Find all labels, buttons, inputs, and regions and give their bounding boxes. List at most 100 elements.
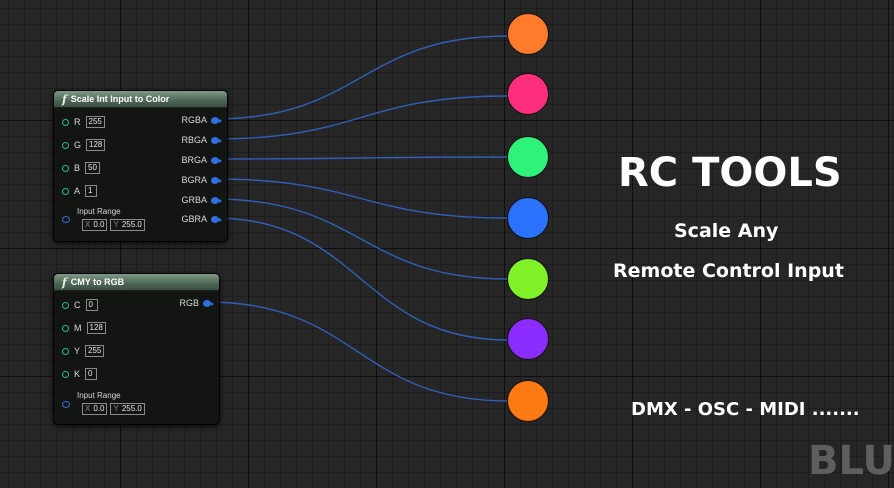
output-pin-rgba[interactable]: RGBA bbox=[181, 115, 222, 125]
output-pin-brga[interactable]: BRGA bbox=[181, 155, 222, 165]
c-value-field[interactable]: 0 bbox=[85, 299, 98, 311]
range-x-value: 0.0 bbox=[93, 220, 105, 229]
function-icon: f bbox=[62, 275, 67, 289]
r-value-field[interactable]: 255 bbox=[85, 116, 105, 128]
b-value-field[interactable]: 50 bbox=[85, 162, 100, 174]
output-pin-icon[interactable] bbox=[211, 196, 222, 204]
y-value-field[interactable]: 255 bbox=[85, 345, 105, 357]
output-pin-grba[interactable]: GRBA bbox=[181, 195, 222, 205]
node-title: Scale Int Input to Color bbox=[70, 94, 170, 104]
output-pin-icon[interactable] bbox=[211, 136, 222, 144]
pin-label: R bbox=[74, 117, 81, 127]
output-pin-icon[interactable] bbox=[211, 156, 222, 164]
pin-label: RGBA bbox=[181, 115, 207, 125]
x-axis-label: X bbox=[85, 220, 91, 229]
output-pin-icon[interactable] bbox=[211, 116, 222, 124]
pin-label: GBRA bbox=[181, 214, 207, 224]
y-axis-label: Y bbox=[113, 404, 119, 413]
color-circle-green[interactable] bbox=[507, 136, 549, 178]
input-range-pin[interactable] bbox=[62, 401, 75, 408]
input-pin-y[interactable]: Y 255 bbox=[62, 345, 105, 357]
input-pin-b[interactable]: B 50 bbox=[62, 162, 100, 174]
input-pin-a[interactable]: A 1 bbox=[62, 185, 98, 197]
input-pin-icon[interactable] bbox=[62, 118, 69, 126]
node-header[interactable]: f Scale Int Input to Color bbox=[54, 91, 227, 108]
output-pin-icon[interactable] bbox=[203, 299, 214, 307]
pin-label: GRBA bbox=[181, 195, 207, 205]
pin-label: RGB bbox=[179, 298, 199, 308]
pin-label: BRGA bbox=[181, 155, 207, 165]
pin-label: BGRA bbox=[181, 175, 207, 185]
range-y-value: 255.0 bbox=[121, 220, 142, 229]
wire-4 bbox=[213, 198, 509, 280]
a-value-field[interactable]: 1 bbox=[85, 185, 98, 197]
struct-pin-icon[interactable] bbox=[62, 401, 70, 408]
wire-5 bbox=[213, 217, 509, 341]
pin-label: K bbox=[74, 369, 81, 379]
output-pin-gbra[interactable]: GBRA bbox=[181, 214, 222, 224]
pin-label: Y bbox=[74, 346, 81, 356]
protocols-text: DMX - OSC - MIDI ....... bbox=[631, 399, 860, 420]
input-range-label: Input Range bbox=[77, 391, 121, 400]
input-pin-icon[interactable] bbox=[62, 324, 69, 332]
input-range-label: Input Range bbox=[77, 207, 121, 216]
input-pin-m[interactable]: M 128 bbox=[62, 322, 106, 334]
range-y-value: 255.0 bbox=[121, 404, 142, 413]
m-value-field[interactable]: 128 bbox=[86, 322, 106, 334]
wire-3 bbox=[213, 178, 509, 219]
k-value-field[interactable]: 0 bbox=[85, 368, 98, 380]
wire-0 bbox=[213, 35, 509, 120]
input-pin-icon[interactable] bbox=[62, 347, 69, 355]
scale-int-input-to-color-node[interactable]: f Scale Int Input to Color R 255 G 128 B… bbox=[53, 90, 228, 242]
color-circle-purple[interactable] bbox=[507, 318, 549, 360]
wire-1 bbox=[213, 95, 509, 140]
function-icon: f bbox=[62, 92, 67, 106]
input-pin-k[interactable]: K 0 bbox=[62, 368, 98, 380]
input-pin-icon[interactable] bbox=[62, 370, 69, 378]
struct-pin-icon[interactable] bbox=[62, 216, 70, 223]
input-pin-c[interactable]: C 0 bbox=[62, 299, 98, 311]
node-header[interactable]: f CMY to RGB bbox=[54, 274, 219, 291]
heading: RC TOOLS bbox=[618, 150, 842, 196]
pin-label: C bbox=[74, 300, 81, 310]
color-circle-pink[interactable] bbox=[507, 73, 549, 115]
pin-label: RBGA bbox=[181, 135, 207, 145]
input-pin-icon[interactable] bbox=[62, 141, 69, 149]
output-pin-bgra[interactable]: BGRA bbox=[181, 175, 222, 185]
output-pin-rgb[interactable]: RGB bbox=[179, 298, 214, 308]
watermark: BLUI bbox=[808, 438, 894, 484]
subtitle-line-2: Remote Control Input bbox=[613, 260, 844, 282]
x-axis-label: X bbox=[85, 404, 91, 413]
input-pin-r[interactable]: R 255 bbox=[62, 116, 105, 128]
color-circle-lime[interactable] bbox=[507, 258, 549, 300]
wire-2 bbox=[213, 156, 509, 160]
input-pin-icon[interactable] bbox=[62, 164, 69, 172]
output-pin-rbga[interactable]: RBGA bbox=[181, 135, 222, 145]
input-pin-g[interactable]: G 128 bbox=[62, 139, 106, 151]
pin-label: G bbox=[74, 140, 82, 150]
pin-label: B bbox=[74, 163, 81, 173]
input-pin-icon[interactable] bbox=[62, 187, 69, 195]
output-pin-icon[interactable] bbox=[211, 215, 222, 223]
pin-label: A bbox=[74, 186, 81, 196]
cmy-to-rgb-node[interactable]: f CMY to RGB C 0 M 128 Y 255 K 0 Input R… bbox=[53, 273, 220, 425]
range-x-value: 0.0 bbox=[93, 404, 105, 413]
y-axis-label: Y bbox=[113, 220, 119, 229]
input-pin-icon[interactable] bbox=[62, 301, 69, 309]
wire-6 bbox=[206, 301, 509, 402]
node-title: CMY to RGB bbox=[70, 277, 125, 287]
color-circle-blue[interactable] bbox=[507, 197, 549, 239]
subtitle-line-1: Scale Any bbox=[674, 220, 779, 242]
pin-label: M bbox=[74, 323, 82, 333]
color-circle-orange[interactable] bbox=[507, 13, 549, 55]
color-circle-dark-orange[interactable] bbox=[507, 380, 549, 422]
g-value-field[interactable]: 128 bbox=[86, 139, 106, 151]
output-pin-icon[interactable] bbox=[211, 176, 222, 184]
input-range-pin[interactable] bbox=[62, 216, 75, 223]
